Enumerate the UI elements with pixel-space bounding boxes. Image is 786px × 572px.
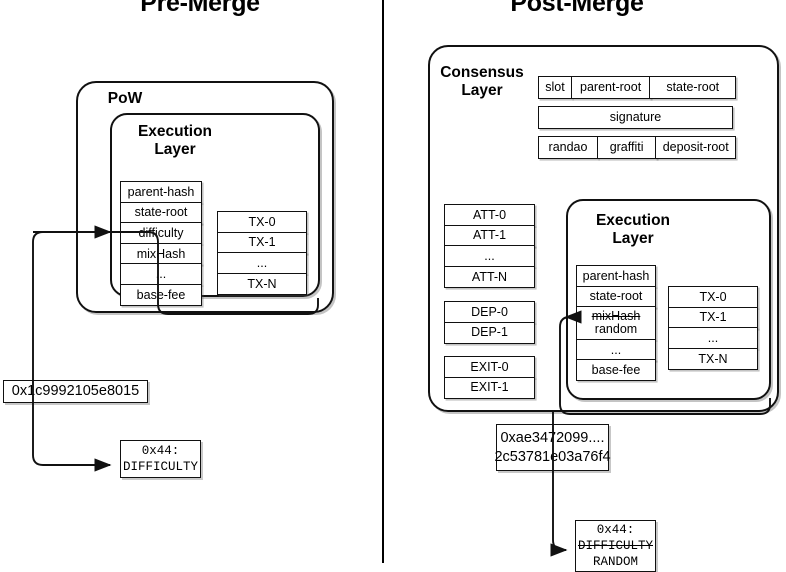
hash-value: 0x1c9992105e8015 [11,383,140,400]
deposit-item: DEP-1 [444,321,535,344]
title-post-merge: Post-Merge [510,0,644,17]
header-field-old-name: mixHash [591,309,641,324]
transaction-item: TX-N [668,347,758,370]
exit-list: EXIT-0 EXIT-1 [444,356,535,399]
opcode-number: 0x44: [596,522,635,537]
execution-label-line-2: Layer [612,229,654,247]
post-merge-execution-layer-label: Execution Layer [578,212,688,248]
execution-label-line-2: Layer [154,140,196,158]
transaction-item: TX-N [217,272,307,295]
consensus-field: graffiti [596,136,657,159]
post-merge-transaction-list: TX-0 TX-1 ... TX-N [668,286,758,370]
header-field: parent-hash [576,265,656,287]
consensus-header-row-1: slot parent-root state-root [538,76,737,99]
pre-merge-opcode-box: 0x44: DIFFICULTY [120,440,201,478]
execution-label-line-1: Execution [137,123,213,140]
attestation-item: ATT-N [444,265,535,288]
pre-merge-hash-label: 0x1c9992105e8015 [3,380,148,403]
consensus-label-line-1: Consensus [440,64,524,81]
post-merge-random-wire [559,310,771,415]
header-field-new-name: random [594,322,638,337]
panel-divider [382,0,384,563]
consensus-header-row-3: randao graffiti deposit-root [538,136,737,159]
post-merge-execution-layer-container [566,199,771,400]
consensus-field: signature [538,106,733,129]
attestation-item: ATT-0 [444,204,535,226]
deposit-list: DEP-0 DEP-1 [444,301,535,344]
pre-merge-transaction-list: TX-0 TX-1 ... TX-N [217,211,307,295]
execution-label-line-1: Execution [595,212,671,229]
exit-item: EXIT-1 [444,376,535,399]
title-pre-merge: Pre-Merge [140,0,260,17]
pre-merge-execution-layer-label: Execution Layer [120,123,230,159]
consensus-label-line-2: Layer [461,81,503,99]
opcode-number: 0x44: [141,443,180,458]
consensus-layer-label: Consensus Layer [432,64,532,100]
consensus-field: state-root [649,76,737,99]
consensus-field: deposit-root [655,136,737,159]
header-field: base-fee [576,359,656,382]
consensus-field: parent-root [570,76,651,99]
pre-merge-execution-layer-container [110,113,320,297]
opcode-name: DIFFICULTY [122,460,198,474]
header-field: base-fee [120,284,202,307]
header-field-replaced: mixHash random [576,306,656,341]
consensus-layer-container [428,45,779,412]
opcode-name-old: DIFFICULTY [577,538,653,553]
post-merge-opcode-wire [550,412,568,557]
post-merge-block-header-fields: parent-hash state-root mixHash random ..… [576,265,656,382]
header-field: mixHash [120,242,202,265]
consensus-field: randao [538,136,598,159]
consensus-header-row-2: signature [538,106,733,129]
attestation-list: ATT-0 ATT-1 ... ATT-N [444,204,535,288]
header-field: state-root [120,201,202,224]
transaction-item: TX-0 [217,211,307,233]
pow-container [76,81,334,313]
pre-merge-difficulty-wire [32,231,319,472]
pow-label: PoW [107,90,143,107]
pre-merge-block-header-fields: parent-hash state-root difficulty mixHas… [120,181,202,307]
